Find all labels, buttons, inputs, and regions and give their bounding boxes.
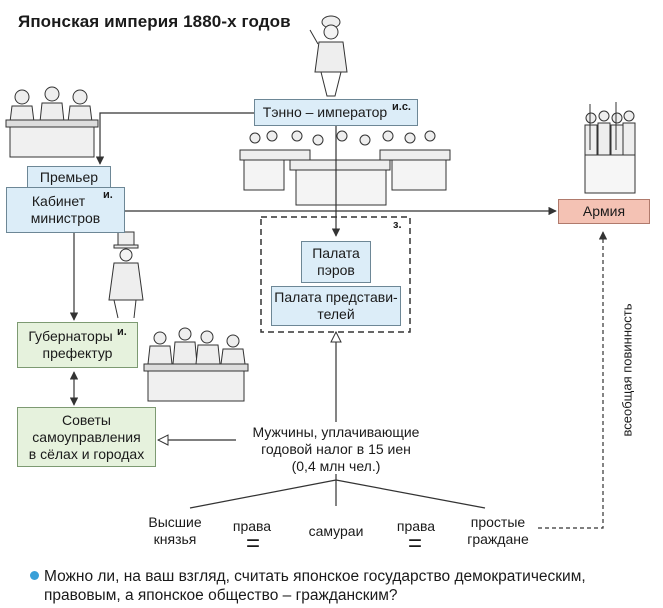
premier-label: Премьер <box>39 168 99 185</box>
rights-left-text: права <box>232 518 272 534</box>
councils-box: Советы самоуправления в сёлах и городах <box>17 407 156 467</box>
rights-right-text: права <box>396 518 436 534</box>
connectors <box>69 112 608 529</box>
commoners-text: простые граждане <box>460 514 536 548</box>
governors-sup: и. <box>117 326 127 338</box>
emperor-illustration <box>309 15 348 97</box>
army-box: Армия <box>558 199 650 224</box>
cabinet-sup: и. <box>103 189 113 201</box>
cabinet-line1: Кабинет <box>31 193 86 209</box>
emperor-box: Тэнно – император <box>254 99 418 126</box>
representatives-box: Палата представи- телей <box>271 286 401 326</box>
voters-line3: (0,4 млн чел.) <box>291 458 381 474</box>
nobles-text: Высшие князья <box>140 514 210 548</box>
page-title: Японская империя 1880-х годов <box>18 12 291 31</box>
commoners-line1: простые <box>470 514 526 530</box>
commoners-line2: граждане <box>467 531 529 547</box>
cabinet-box: Кабинет министров <box>6 187 125 233</box>
nobles-line2: князья <box>153 531 197 547</box>
emperor-label: Тэнно – император <box>262 104 388 120</box>
nobles-line1: Высшие <box>148 514 202 530</box>
emperor-sup: и.с. <box>392 101 411 113</box>
parliament-illustration <box>239 130 451 206</box>
governors-line2: префектур <box>42 345 113 361</box>
bullet-icon <box>30 571 39 580</box>
equals-right: = <box>408 530 423 557</box>
governors-box: Губернаторы префектур <box>17 322 138 368</box>
peers-line1: Палата <box>312 245 360 261</box>
governors-line1: Губернаторы <box>28 328 113 344</box>
samurai-text: самураи <box>308 523 364 539</box>
councils-line3: в сёлах и городах <box>28 445 145 462</box>
parliament-frame <box>260 216 411 333</box>
voters-line2: годовой налог в 15 иен <box>261 441 411 457</box>
voters-text: Мужчины, уплачивающие годовой налог в 15… <box>236 424 436 475</box>
cabinet-line2: министров <box>30 210 101 226</box>
representatives-line1: Палата представи- <box>274 289 398 305</box>
question-text: Можно ли, на ваш взгляд, считать японско… <box>44 568 586 604</box>
peers-box: Палата пэров <box>301 241 371 283</box>
council-illustration <box>143 327 249 402</box>
representatives-line2: телей <box>317 306 355 322</box>
official-illustration <box>108 231 144 319</box>
army-illustration <box>584 102 636 194</box>
voters-line1: Мужчины, уплачивающие <box>252 424 420 440</box>
conscription-label: всеобщая повинность <box>619 303 635 437</box>
army-label: Армия <box>582 203 626 219</box>
premier-box: Премьер <box>27 166 111 188</box>
equals-left: = <box>246 530 261 557</box>
peers-line2: пэров <box>317 262 355 278</box>
parliament-mark: з. <box>393 219 402 231</box>
councils-line2: самоуправления <box>32 428 141 445</box>
ministers-illustration <box>5 86 99 158</box>
councils-line1: Советы <box>62 411 111 428</box>
